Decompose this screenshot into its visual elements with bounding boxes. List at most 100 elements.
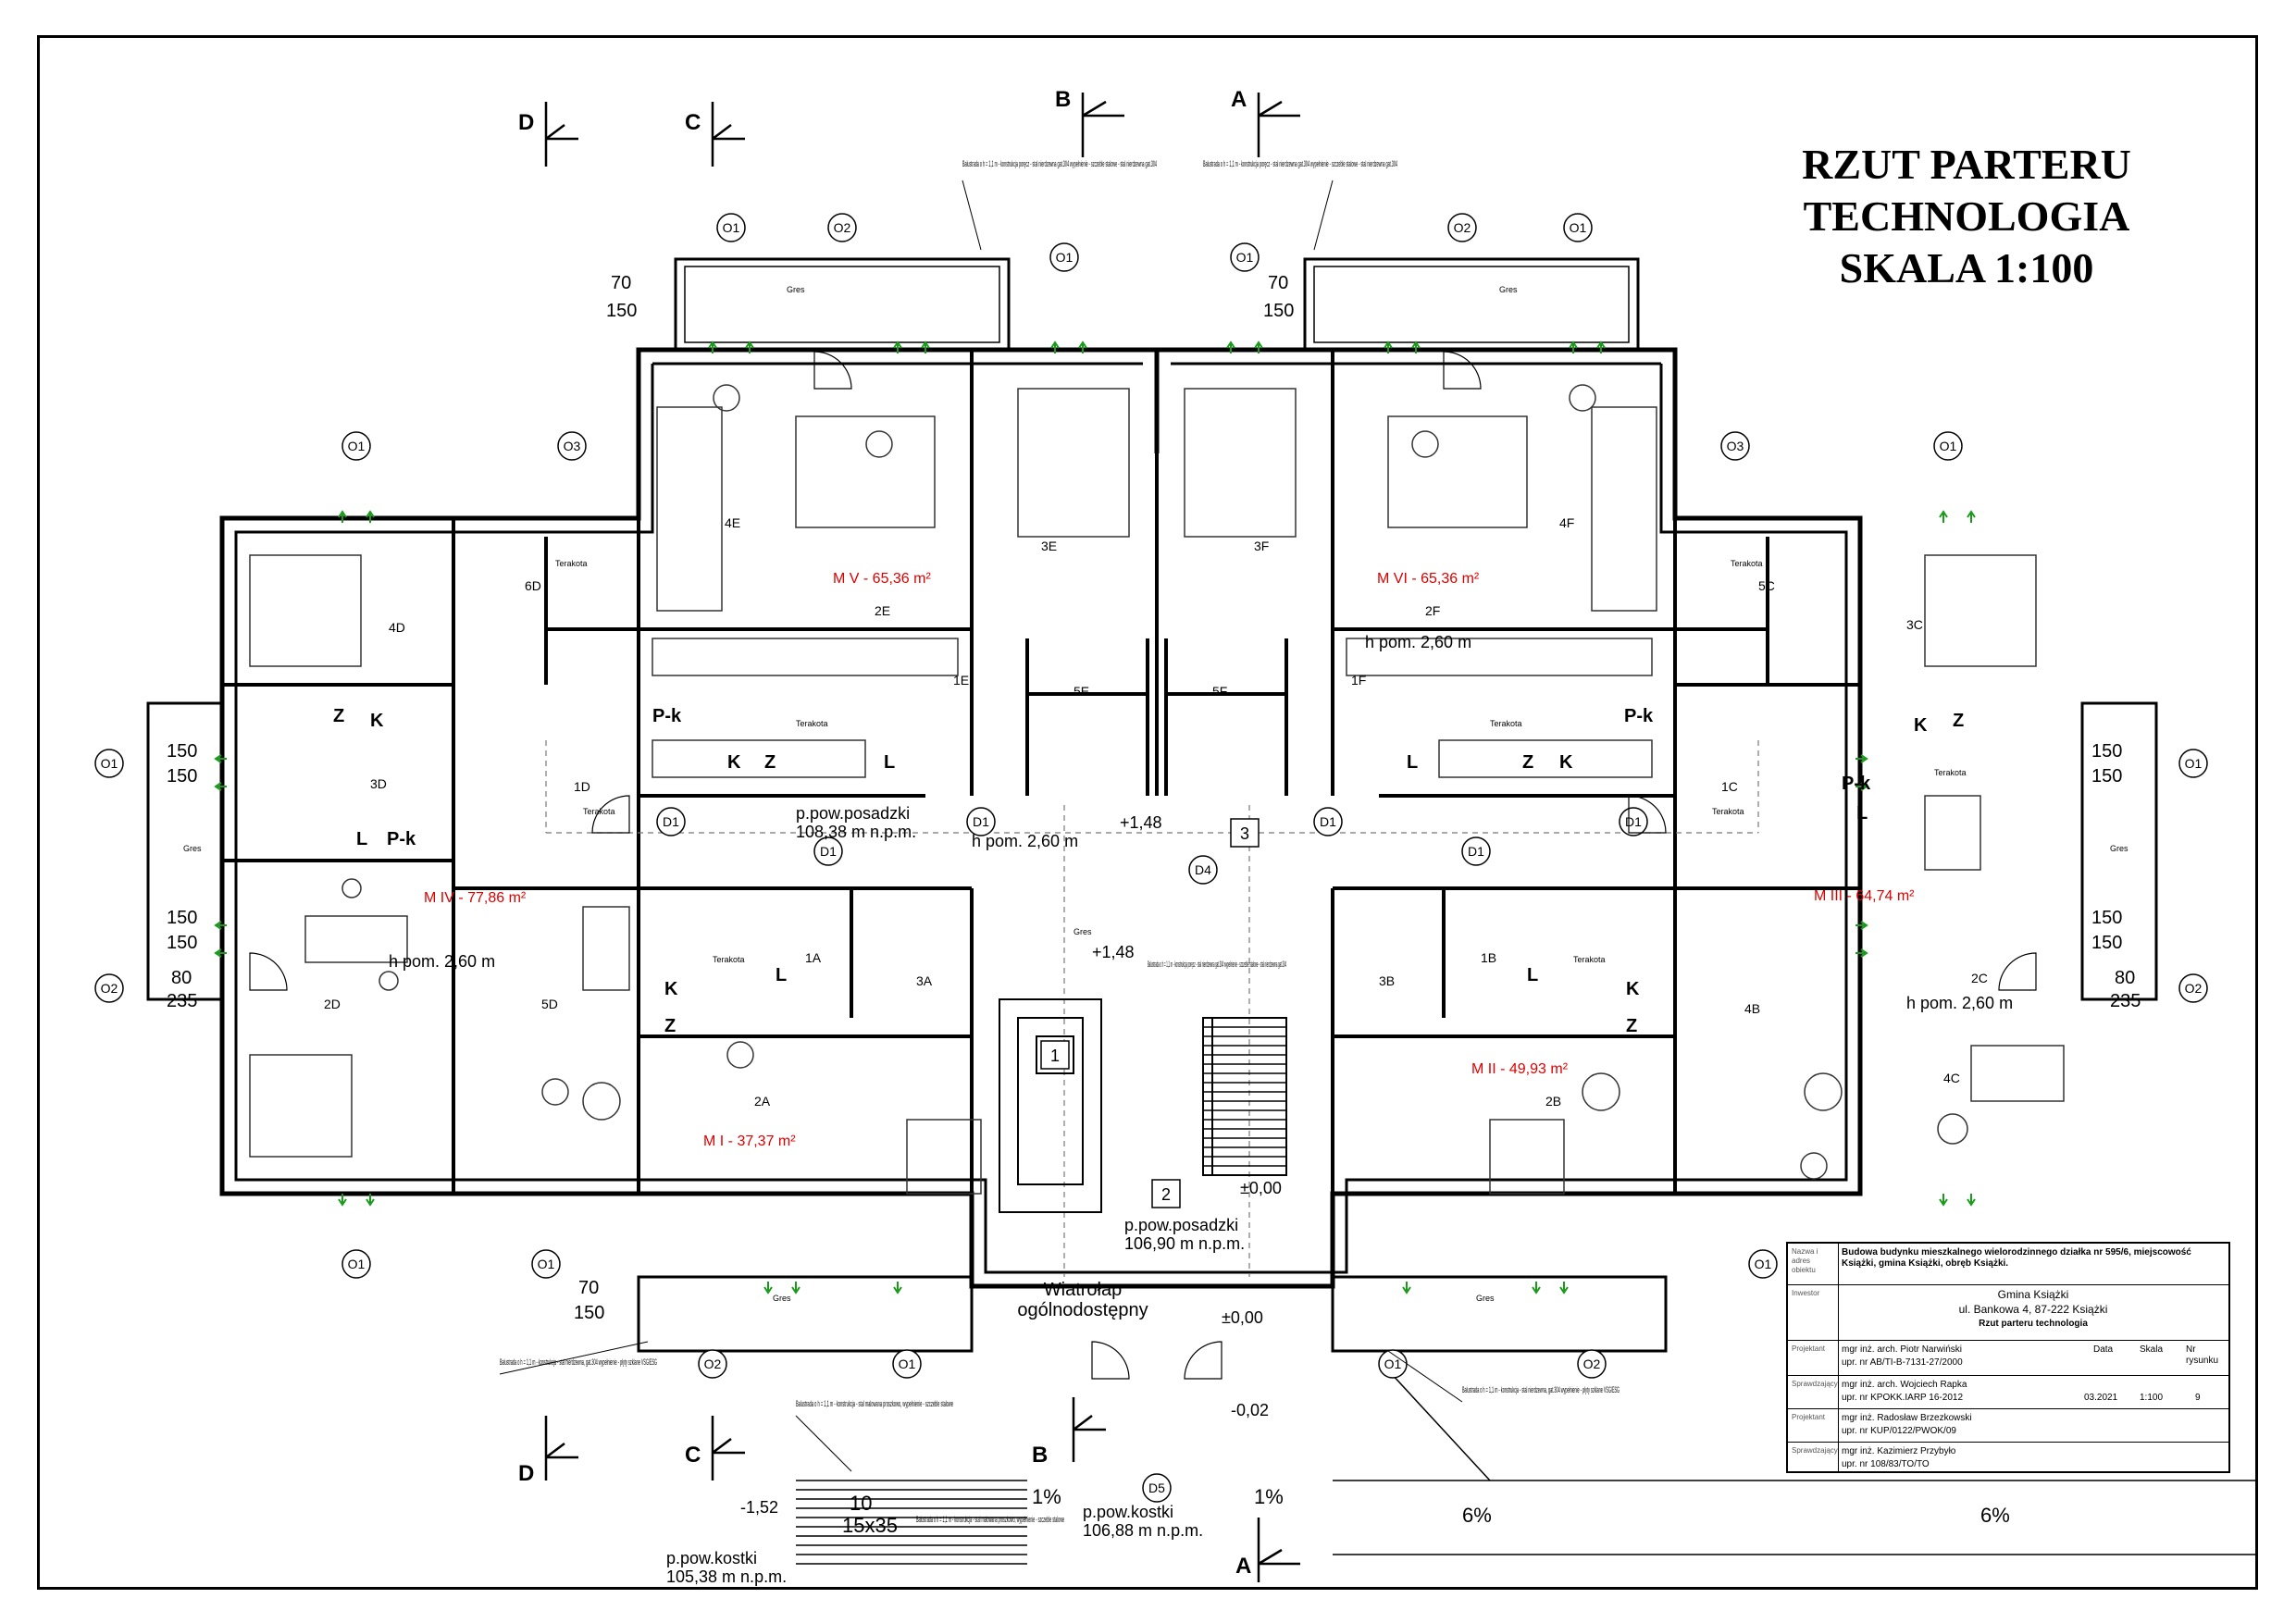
window-tag-o2: O2: [704, 1357, 722, 1371]
dim-150: 150: [606, 301, 637, 321]
stair-count: 10: [850, 1492, 872, 1515]
level-plus-148: +1,48: [1120, 813, 1162, 832]
dim-150: 150: [167, 908, 197, 928]
room-height: h pom. 2,60 m: [972, 832, 1078, 850]
door-tag-d1: D1: [1320, 814, 1336, 829]
tb-scale: 1:100: [2140, 1393, 2164, 1403]
room-label-3a: 3A: [916, 973, 933, 988]
room-label-5d: 5D: [541, 997, 558, 1011]
apartment-area-m5: M V - 65,36 m²: [833, 571, 931, 587]
material-label: Gres: [1499, 285, 1518, 294]
tb-constructor: mgr inż. Radosław Brzezkowski: [1842, 1413, 1972, 1423]
window-tag-o1: O1: [899, 1357, 916, 1371]
window-tag-o2: O2: [2185, 981, 2203, 996]
window-tag-o2: O2: [101, 981, 118, 996]
kitchen-marker-l: L: [356, 829, 367, 849]
kitchen-marker-z: Z: [333, 706, 344, 726]
room-label-5e: 5E: [1074, 684, 1089, 699]
tb-sheet: 9: [2195, 1393, 2201, 1403]
tb-drawing-name: Rzut parteru technologia: [1979, 1319, 2088, 1329]
title-line: SKALA 1:100: [1839, 244, 2094, 291]
tb-designer-permit: upr. nr AB/TI-B-7131-27/2000: [1842, 1357, 1963, 1368]
kitchen-marker-k: K: [1914, 715, 1928, 736]
stair-number-1: 1: [1050, 1047, 1060, 1065]
dim-235: 235: [167, 991, 197, 1011]
kitchen-marker-z: Z: [764, 752, 776, 773]
material-label: Gres: [183, 844, 202, 853]
material-label: Terakota: [796, 719, 828, 728]
stair-number-3: 3: [1240, 824, 1249, 843]
room-label-2f: 2F: [1425, 603, 1440, 618]
level-kostka-label: p.pow.kostki: [666, 1549, 757, 1567]
dim-235: 235: [2110, 991, 2141, 1011]
external-stairs: [796, 1359, 2258, 1565]
tb-investor: Gmina Książki: [1997, 1288, 2069, 1301]
apartment-area-m6: M VI - 65,36 m²: [1377, 571, 1480, 587]
kitchen-marker-z: Z: [1522, 752, 1533, 773]
section-marker-b-top: B: [1055, 87, 1071, 112]
room-label-1c: 1C: [1721, 779, 1738, 794]
section-marker-d-top: D: [518, 110, 534, 135]
kitchen-marker-pk: P-k: [1842, 774, 1871, 794]
room-label-2d: 2D: [324, 997, 341, 1011]
level-plus-148: +1,48: [1092, 943, 1135, 961]
tb-investor-address: ul. Bankowa 4, 87-222 Książki: [1958, 1303, 2108, 1316]
level-minus-152: -1,52: [740, 1498, 778, 1517]
tb-label: Nazwa i adres obiektu: [1792, 1247, 1818, 1274]
dim-70: 70: [611, 273, 631, 293]
kitchen-marker-l: L: [1856, 803, 1868, 824]
stair-number-2: 2: [1161, 1185, 1171, 1204]
material-label: Terakota: [1731, 559, 1763, 568]
dim-150: 150: [167, 741, 197, 762]
tb-constructor-2-permit: upr. nr 108/83/TO/TO: [1842, 1459, 1930, 1469]
slope-2: 1%: [1254, 1485, 1284, 1508]
kitchen-marker-k: K: [370, 711, 384, 731]
room-label-4b: 4B: [1744, 1001, 1760, 1016]
material-label: Terakota: [1934, 768, 1967, 777]
tb-scale-label: Skala: [2140, 1344, 2164, 1355]
kitchen-marker-l: L: [884, 752, 895, 773]
tb-date-label: Data: [2093, 1344, 2114, 1355]
level-zero: ±0,00: [1222, 1308, 1263, 1327]
apartment-area-m3: M III - 64,74 m²: [1814, 888, 1915, 904]
title-line: TECHNOLOGIA: [1803, 192, 2130, 240]
level-minus-002: -0,02: [1231, 1401, 1269, 1419]
tb-sheet-label: Nr rysunku: [2186, 1344, 2219, 1366]
material-label: Gres: [787, 285, 805, 294]
door-tag-d1: D1: [1468, 844, 1484, 859]
dim-150: 150: [2091, 908, 2122, 928]
dim-150: 150: [2091, 766, 2122, 787]
door-tag-d4: D4: [1195, 862, 1211, 877]
room-label-1e: 1E: [953, 673, 969, 688]
dim-80: 80: [2115, 968, 2135, 988]
kitchen-marker-k: K: [727, 752, 741, 773]
dim-70: 70: [1268, 273, 1288, 293]
note-balustrade: Balustrada o h = 1,1 m - konstrukcja por…: [962, 159, 1157, 168]
dim-150: 150: [1263, 301, 1294, 321]
kitchen-marker-k: K: [664, 979, 678, 999]
section-marker-c-bottom: C: [685, 1443, 701, 1468]
room-label-2e: 2E: [875, 603, 890, 618]
room-label-2c: 2C: [1971, 971, 1988, 985]
dim-150: 150: [2091, 933, 2122, 953]
tb-label: Projektant: [1792, 1344, 1826, 1353]
material-label: Terakota: [1573, 955, 1606, 964]
window-tag-o1: O1: [1570, 220, 1587, 235]
note-balustrade: Balustrada o h = 1,1 m - konstrukcja por…: [1148, 960, 1286, 969]
balconies: [146, 257, 2158, 1353]
tb-constructor-2: mgr inż. Kazimierz Przybyło: [1842, 1446, 1956, 1456]
window-tag-o2: O2: [834, 220, 851, 235]
material-label: Terakota: [1490, 719, 1522, 728]
window-tag-o3: O3: [564, 439, 581, 453]
level-kostka-value: 106,88 m n.p.m.: [1083, 1521, 1203, 1540]
section-marker-b-bottom: B: [1032, 1443, 1048, 1468]
door-tag-d5: D5: [1148, 1481, 1165, 1495]
tb-designer: mgr inż. arch. Piotr Narwiński: [1842, 1344, 1963, 1355]
window-tag-o2: O2: [1583, 1357, 1601, 1371]
room-label-4c: 4C: [1943, 1071, 1960, 1085]
door-tag-d1: D1: [973, 814, 989, 829]
drawing-title: RZUT PARTERU TECHNOLOGIA SKALA 1:100: [1768, 139, 2166, 294]
material-label: Terakota: [713, 955, 745, 964]
level-kostka-label: p.pow.kostki: [1083, 1503, 1173, 1521]
